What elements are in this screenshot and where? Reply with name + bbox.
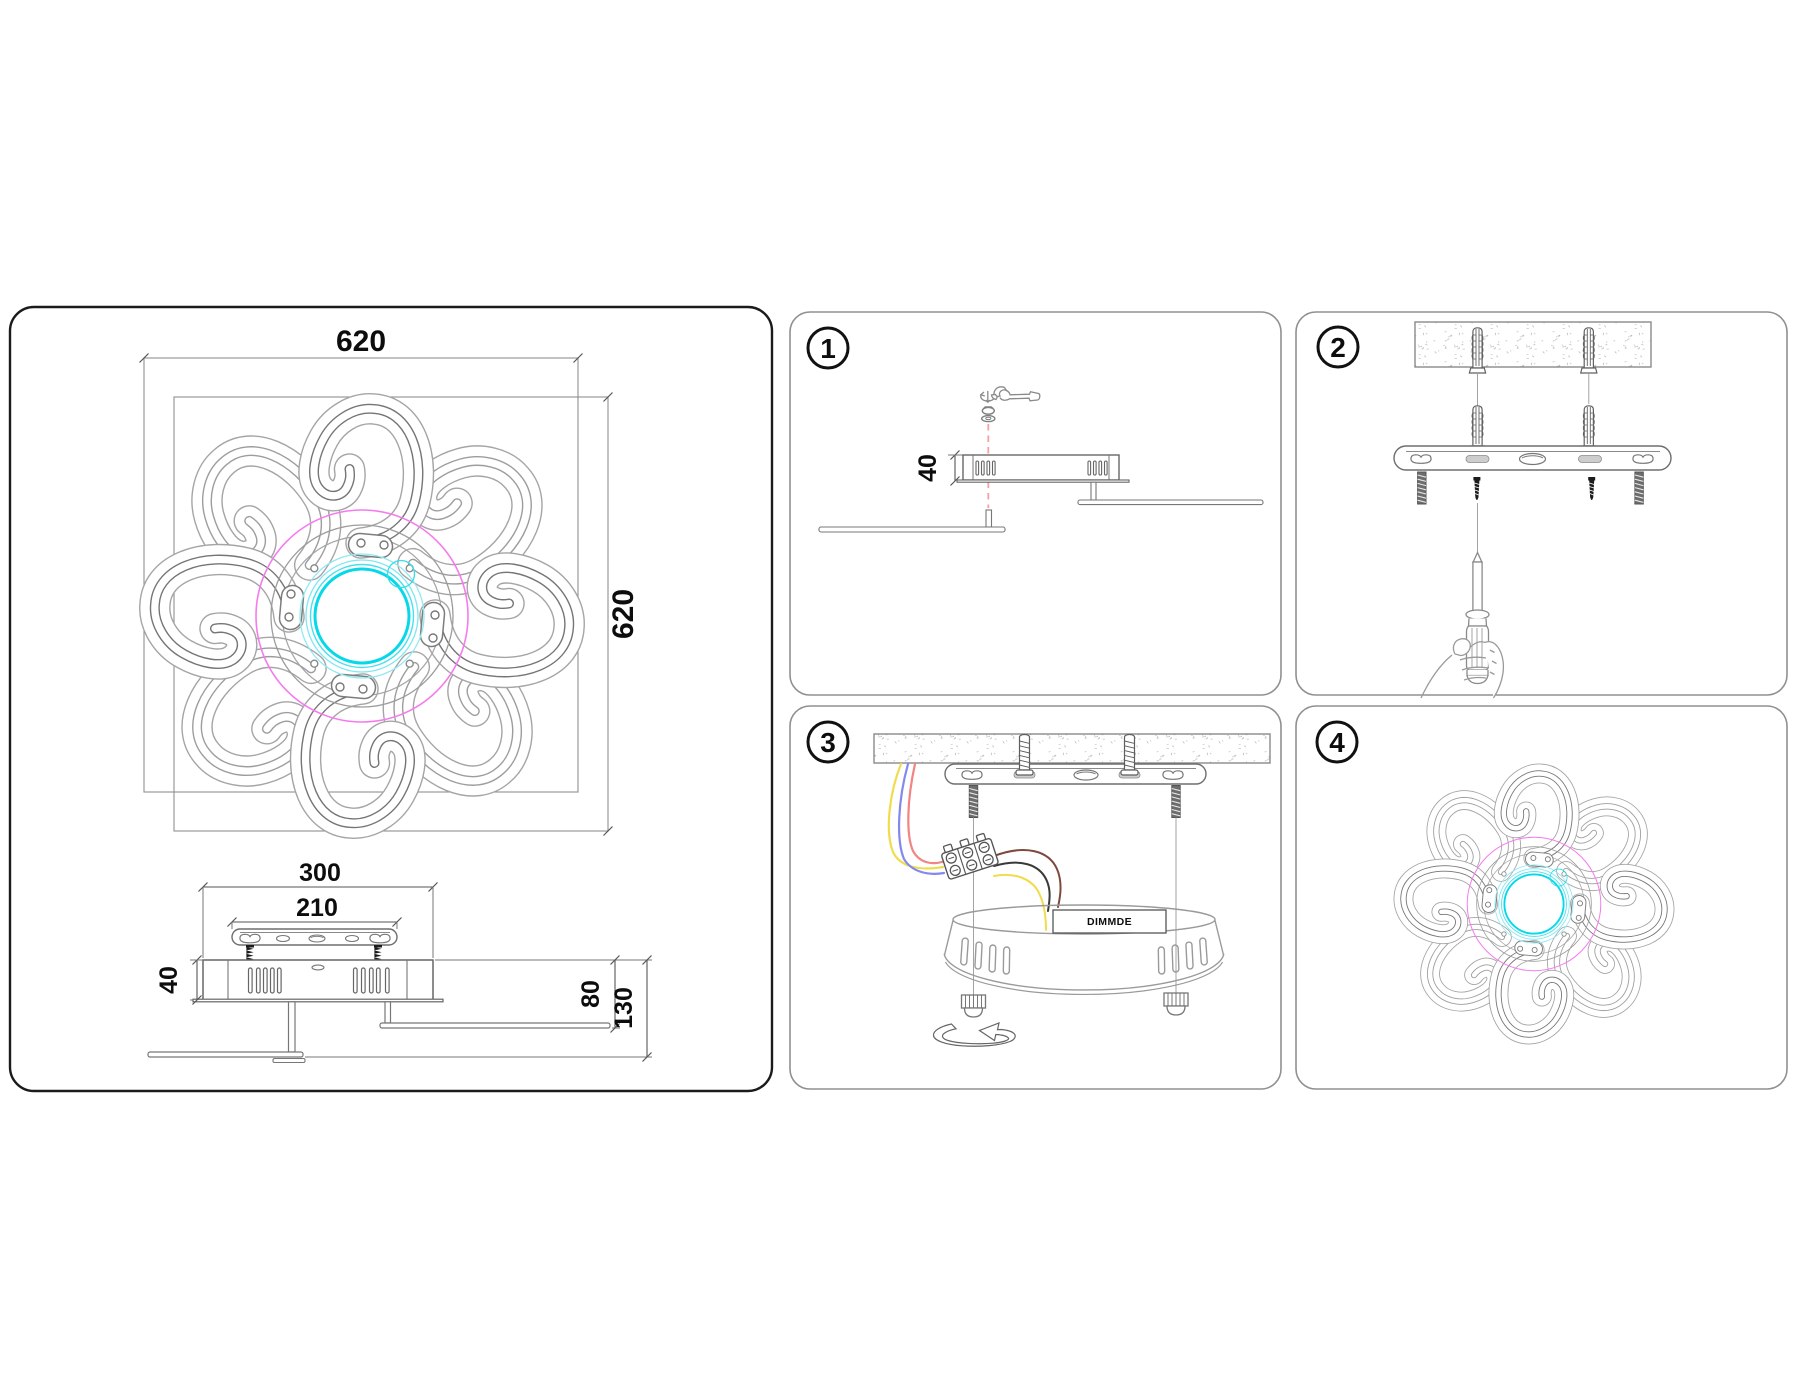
svg-text:210: 210 (296, 894, 338, 922)
svg-text:300: 300 (299, 859, 341, 887)
svg-text:DIMMDE: DIMMDE (1087, 916, 1132, 928)
svg-text:4: 4 (1329, 727, 1345, 758)
svg-text:40: 40 (155, 966, 183, 994)
svg-text:620: 620 (607, 589, 640, 639)
svg-text:2: 2 (1330, 332, 1346, 363)
svg-text:40: 40 (914, 454, 942, 482)
svg-text:620: 620 (336, 325, 386, 358)
svg-text:1: 1 (820, 333, 836, 364)
svg-text:3: 3 (820, 727, 836, 758)
svg-text:130: 130 (610, 987, 638, 1029)
svg-text:80: 80 (577, 980, 605, 1008)
